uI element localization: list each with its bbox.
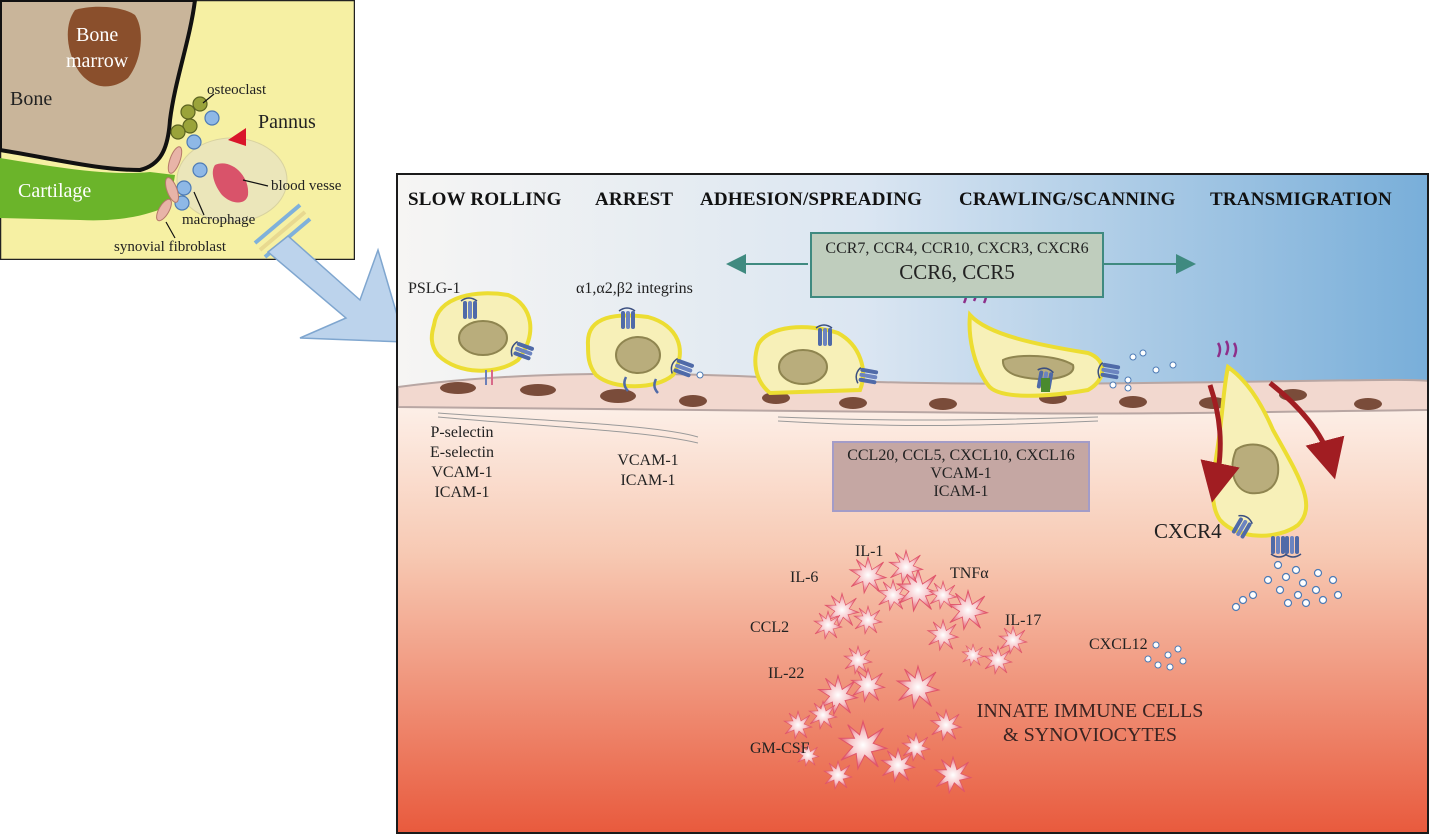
- cxcl12-label: CXCL12: [1089, 636, 1148, 653]
- joint-inset-illustration: [0, 0, 356, 261]
- arrest-ligand-item: ICAM-1: [620, 472, 676, 489]
- leukocyte-rolling: [429, 291, 536, 385]
- blood-vessel-shape: [212, 163, 249, 203]
- leukocyte-transmigration: [1200, 340, 1345, 612]
- cytokine-label-ccl2: CCL2: [750, 619, 790, 636]
- stage-slow-rolling: SLOW ROLLING: [408, 189, 562, 210]
- rolling-ligand-item: VCAM-1: [431, 464, 493, 481]
- bone-marrow-shape: [67, 6, 141, 87]
- cytokine-label-tnfa: TNFα: [950, 565, 989, 582]
- innate-immune-line1: INNATE IMMUNE CELLS: [976, 700, 1204, 722]
- leukocyte-arrest: [585, 307, 704, 394]
- leukocyte-adhesion: [753, 324, 880, 396]
- bone-marrow-label-line1: Bone: [76, 24, 119, 46]
- cxcl12-dots-large: [1231, 560, 1343, 612]
- rolling-ligand-item: ICAM-1: [434, 484, 490, 501]
- pannus-label: Pannus: [258, 111, 316, 133]
- bone-marrow-label-line2: marrow: [66, 50, 129, 72]
- cytokine-label-gmcsf: GM-CSF: [750, 740, 810, 757]
- main-panel: SLOW ROLLING ARREST ADHESION/SPREADING C…: [396, 173, 1429, 834]
- rolling-ligand-item: P-selectin: [430, 424, 494, 441]
- cxcr4-label: CXCR4: [1154, 519, 1222, 543]
- receptor-box-line1: CCR7, CCR4, CCR10, CXCR3, CXCR6: [825, 240, 1089, 257]
- leukocyte-crawling: [962, 286, 1177, 398]
- chemokine-receptor-box: CCR7, CCR4, CCR10, CXCR3, CXCR6 CCR6, CC…: [810, 232, 1104, 298]
- receptor-box-line2: CCR6, CCR5: [899, 260, 1015, 284]
- cytokine-label-il1: IL-1: [855, 543, 884, 560]
- cytokine-label-il6: IL-6: [790, 569, 819, 586]
- chemokine-ligand-box: CCL20, CCL5, CXCL10, CXCL16 VCAM-1 ICAM-…: [832, 441, 1090, 512]
- innate-immune-line2: & SYNOVIOCYTES: [1003, 724, 1177, 746]
- pslg1-label: PSLG-1: [408, 280, 461, 297]
- innate-immune-label: INNATE IMMUNE CELLS & SYNOVIOCYTES: [970, 699, 1210, 747]
- cytokine-label-il17: IL-17: [1005, 612, 1042, 629]
- ligand-box-line2: VCAM-1: [930, 465, 992, 482]
- osteoclast-cells: [170, 96, 208, 140]
- rolling-ligand-item: E-selectin: [430, 444, 494, 461]
- stage-arrest: ARREST: [595, 189, 674, 210]
- joint-inset: Bone marrow Bone Cartilage osteoclast Pa…: [0, 0, 356, 261]
- zoom-arrow: [266, 235, 407, 343]
- arrest-ligand-item: VCAM-1: [617, 452, 679, 469]
- blood-vessel-label: blood vesse: [271, 178, 342, 194]
- stage-crawling-scanning: CRAWLING/SCANNING: [959, 189, 1176, 210]
- macrophage-label: macrophage: [182, 212, 256, 228]
- osteoclast-label: osteoclast: [207, 82, 267, 98]
- ligand-box-line3: ICAM-1: [933, 483, 989, 500]
- bone-label: Bone: [10, 88, 53, 110]
- integrins-label: α1,α2,β2 integrins: [576, 280, 693, 297]
- cartilage-label: Cartilage: [18, 180, 92, 202]
- synovial-fibroblast-cells: [156, 146, 183, 222]
- ligand-box-line1: CCL20, CCL5, CXCL10, CXCL16: [847, 447, 1075, 464]
- arrest-ligand-list: VCAM-1 ICAM-1: [608, 451, 688, 491]
- stage-transmigration: TRANSMIGRATION: [1210, 189, 1392, 210]
- rolling-ligand-list: P-selectin E-selectin VCAM-1 ICAM-1: [422, 423, 502, 503]
- pannus-shape: [228, 128, 246, 146]
- synovial-fibroblast-label: synovial fibroblast: [114, 239, 227, 255]
- cxcl12-dots-small: [1144, 641, 1187, 671]
- basement-membrane: [437, 412, 1099, 444]
- cytokine-label-il22: IL-22: [768, 665, 805, 682]
- stage-adhesion-spreading: ADHESION/SPREADING: [700, 189, 923, 210]
- cartilage-shape: [0, 158, 175, 221]
